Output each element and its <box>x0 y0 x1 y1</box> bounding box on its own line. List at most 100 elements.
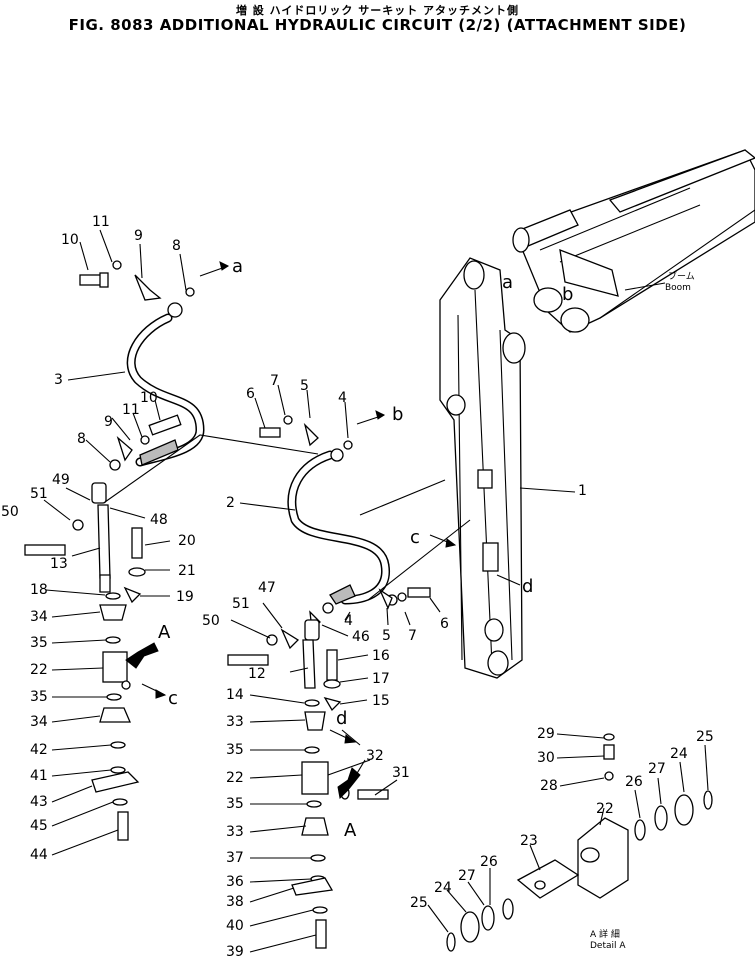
connection-letters: a a b b c c d d A A <box>158 256 573 841</box>
boom-label-jp: ブーム <box>668 270 695 282</box>
callout-13: 13 <box>50 556 68 572</box>
callout-41: 41 <box>30 768 48 784</box>
callout-24: 24 <box>670 746 688 762</box>
callout-27: 27 <box>458 868 476 884</box>
callout-22: 22 <box>226 770 244 786</box>
detail-label-jp: A 詳 細 <box>590 928 620 940</box>
callout-38: 38 <box>226 894 244 910</box>
callout-17: 17 <box>372 671 390 687</box>
callout-39: 39 <box>226 944 244 959</box>
callout-8: 8 <box>77 431 86 447</box>
callout-22: 22 <box>596 801 614 817</box>
letter-c-left: c <box>168 688 178 709</box>
callout-10: 10 <box>140 390 158 406</box>
boom-arm-drawing <box>439 149 755 679</box>
callout-40: 40 <box>226 918 244 934</box>
callout-35: 35 <box>226 742 244 758</box>
callout-29: 29 <box>537 726 555 742</box>
middle-valve-stack <box>227 619 389 949</box>
callout-35: 35 <box>30 635 48 651</box>
callout-12: 12 <box>248 666 266 682</box>
callout-34: 34 <box>30 714 48 730</box>
callout-33: 33 <box>226 714 244 730</box>
callout-1: 1 <box>578 483 587 499</box>
callout-49: 49 <box>52 472 70 488</box>
letter-A-middle: A <box>344 820 357 841</box>
letter-b-middle: b <box>392 404 403 425</box>
hose-assembly-left <box>79 260 205 471</box>
callout-34: 34 <box>30 609 48 625</box>
callout-11: 11 <box>92 214 110 230</box>
callout-37: 37 <box>226 850 244 866</box>
callout-2: 2 <box>226 495 235 511</box>
letter-A-left: A <box>158 622 171 643</box>
callout-42: 42 <box>30 742 48 758</box>
callout-21: 21 <box>178 563 196 579</box>
callout-14: 14 <box>226 687 244 703</box>
letter-b-boom: b <box>562 284 573 305</box>
letter-a-left: a <box>232 256 243 277</box>
callout-50: 50 <box>202 613 220 629</box>
callout-15: 15 <box>372 693 390 709</box>
figure-title: FIG. 8083 ADDITIONAL HYDRAULIC CIRCUIT (… <box>68 16 687 34</box>
callout-51: 51 <box>232 596 250 612</box>
callout-50: 50 <box>1 504 19 520</box>
callout-44: 44 <box>30 847 48 863</box>
callout-32: 32 <box>366 748 384 764</box>
callout-20: 20 <box>178 533 196 549</box>
callout-51: 51 <box>30 486 48 502</box>
callout-22: 22 <box>30 662 48 678</box>
callout-4: 4 <box>344 613 353 629</box>
callout-43: 43 <box>30 794 48 810</box>
callout-8: 8 <box>172 238 181 254</box>
header-japanese-title: 増 設 ハイドロリック サーキット アタッチメント側 <box>235 4 520 17</box>
callout-25: 25 <box>410 895 428 911</box>
direction-arrows <box>125 261 457 800</box>
detail-a-exploded <box>446 733 713 952</box>
callout-9: 9 <box>104 414 113 430</box>
letter-c-arm: c <box>410 527 420 548</box>
callout-25: 25 <box>696 729 714 745</box>
callout-23: 23 <box>520 833 538 849</box>
boom-label-en: Boom <box>665 283 691 293</box>
callout-7: 7 <box>408 628 417 644</box>
callout-35: 35 <box>30 689 48 705</box>
callout-46: 46 <box>352 629 370 645</box>
letter-d-arm: d <box>522 576 533 597</box>
callout-45: 45 <box>30 818 48 834</box>
letter-a-boom: a <box>502 272 513 293</box>
arrow-A-left <box>125 642 159 669</box>
callout-19: 19 <box>176 589 194 605</box>
callout-33: 33 <box>226 824 244 840</box>
arrow-A-middle <box>337 767 361 800</box>
callout-30: 30 <box>537 750 555 766</box>
callout-numbers: 10 11 9 8 3 9 11 10 8 49 51 50 48 13 20 … <box>1 214 714 959</box>
callout-9: 9 <box>134 228 143 244</box>
callout-5: 5 <box>300 378 309 394</box>
callout-31: 31 <box>392 765 410 781</box>
callout-10: 10 <box>61 232 79 248</box>
callout-48: 48 <box>150 512 168 528</box>
callout-36: 36 <box>226 874 244 890</box>
callout-35: 35 <box>226 796 244 812</box>
detail-label-en: Detail A <box>590 941 626 951</box>
callout-3: 3 <box>54 372 63 388</box>
callout-4: 4 <box>338 390 347 406</box>
callout-24: 24 <box>434 880 452 896</box>
callout-5: 5 <box>382 628 391 644</box>
callout-11: 11 <box>122 402 140 418</box>
callout-47: 47 <box>258 580 276 596</box>
callout-27: 27 <box>648 761 666 777</box>
callout-6: 6 <box>440 616 449 632</box>
left-valve-stack <box>24 482 146 841</box>
callout-7: 7 <box>270 373 279 389</box>
callout-26: 26 <box>480 854 498 870</box>
hose-assembly-middle <box>259 415 431 650</box>
callout-6: 6 <box>246 386 255 402</box>
callout-26: 26 <box>625 774 643 790</box>
callout-18: 18 <box>30 582 48 598</box>
callout-16: 16 <box>372 648 390 664</box>
callout-28: 28 <box>540 778 558 794</box>
letter-d-middle: d <box>336 708 347 729</box>
